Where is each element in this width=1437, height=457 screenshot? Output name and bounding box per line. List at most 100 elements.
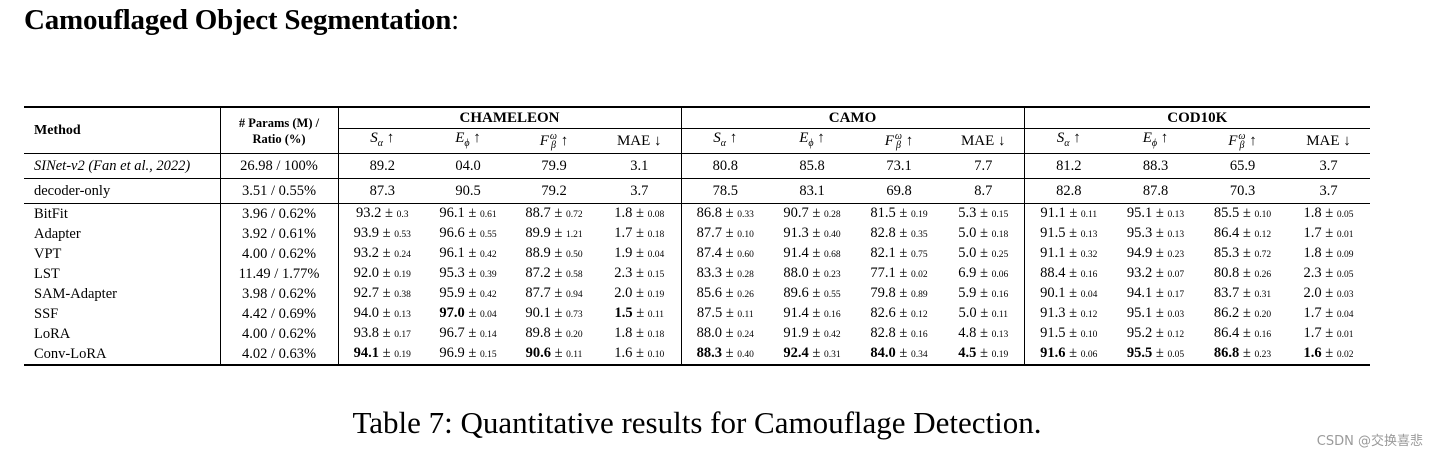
mean-value: 88.9: [525, 245, 551, 261]
value-cell: 3.7: [598, 178, 681, 204]
value-cell: 92.4 ± 0.31: [769, 344, 855, 366]
value-cell: 69.8: [855, 178, 943, 204]
params-cell: 11.49 / 1.77%: [219, 264, 338, 284]
plus-minus-sign: ±: [808, 265, 824, 281]
value-cell: 87.3: [337, 178, 426, 204]
value-cell: 88.7 ± 0.72: [510, 203, 598, 224]
value-cell: 82.8: [1023, 178, 1113, 204]
plus-minus-sign: ±: [464, 285, 480, 301]
plus-minus-sign: ±: [550, 205, 566, 221]
plus-minus-sign: ±: [1239, 345, 1255, 361]
mean-value: 5.0: [958, 225, 977, 241]
value-cell: 93.9 ± 0.53: [337, 224, 426, 244]
mean-value: 88.7: [525, 205, 551, 221]
params-header-line2: Ratio (%): [252, 131, 306, 146]
value-cell: 1.7 ± 0.18: [598, 224, 681, 244]
method-cell: SAM-Adapter: [34, 286, 117, 302]
std-value: 0.42: [479, 250, 497, 260]
value-cell: 86.8 ± 0.23: [1198, 344, 1287, 366]
mean-value: 5.9: [958, 285, 977, 301]
plus-minus-sign: ±: [379, 225, 395, 241]
value-cell: 92.0 ± 0.19: [337, 264, 426, 284]
std-value: 0.05: [1336, 270, 1354, 280]
std-value: 0.35: [910, 230, 928, 240]
value-cell: 89.2: [337, 153, 426, 179]
plus-minus-sign: ±: [464, 265, 480, 281]
mean-value: 2.3: [614, 265, 633, 281]
mean-value: 82.1: [870, 245, 896, 261]
value-cell: 78.5: [680, 178, 769, 204]
watermark: CSDN @交换喜悲: [1316, 434, 1423, 449]
mean-value: 77.1: [870, 265, 896, 281]
mean-value: 96.1: [439, 205, 465, 221]
plus-minus-sign: ±: [808, 285, 824, 301]
value-cell: 87.7 ± 0.94: [510, 284, 598, 304]
plus-minus-sign: ±: [550, 245, 566, 261]
value-cell: 96.1 ± 0.42: [426, 244, 510, 264]
std-value: 0.72: [565, 210, 583, 220]
std-value: 0.39: [479, 270, 497, 280]
mean-value: 95.9: [439, 285, 465, 301]
plus-minus-sign: ±: [1239, 305, 1255, 321]
value-cell: 93.2 ± 0.07: [1113, 264, 1198, 284]
std-value: 0.05: [1336, 210, 1354, 220]
value-cell: 91.4 ± 0.68: [769, 244, 855, 264]
value-cell: 95.9 ± 0.42: [426, 284, 510, 304]
value-cell: 82.8 ± 0.35: [855, 224, 943, 244]
params-cell: 26.98 / 100%: [219, 153, 338, 179]
mean-value: 96.6: [439, 225, 465, 241]
mean-value: 2.0: [1303, 285, 1322, 301]
mean-value: 86.4: [1213, 225, 1240, 241]
mean-value: 86.2: [1213, 305, 1240, 321]
std-value: 0.24: [737, 330, 754, 340]
heading-text: Camouflaged Object Segmentation: [24, 4, 452, 36]
value-cell: 88.4 ± 0.16: [1023, 264, 1113, 284]
mean-value: 93.9: [353, 225, 380, 241]
std-value: 0.16: [823, 310, 841, 320]
mean-value: 88.0: [783, 265, 809, 281]
plus-minus-sign: ±: [550, 225, 566, 241]
mean-value: 92.4: [783, 345, 809, 361]
plus-minus-sign: ±: [1152, 325, 1168, 341]
plus-minus-sign: ±: [379, 285, 395, 301]
std-value: 0.25: [991, 250, 1009, 260]
mean-value: 89.6: [783, 285, 809, 301]
std-value: 0.10: [1080, 330, 1098, 340]
std-value: 0.10: [737, 230, 754, 240]
plus-minus-sign: ±: [464, 325, 480, 341]
table-row: SINet-v2 (Fan et al., 2022)26.98 / 100%8…: [24, 153, 1370, 179]
std-value: 0.13: [1167, 210, 1185, 220]
value-cell: 89.6 ± 0.55: [769, 284, 855, 304]
mean-value: 94.1: [353, 345, 380, 361]
value-cell: 84.0 ± 0.34: [855, 344, 943, 366]
value-cell: 2.0 ± 0.03: [1287, 284, 1370, 304]
std-value: 0.55: [823, 290, 841, 300]
value-cell: 87.5 ± 0.11: [680, 304, 769, 324]
std-value: 0.05: [1167, 350, 1185, 360]
plus-minus-sign: ±: [808, 325, 824, 341]
mean-value: 95.2: [1126, 325, 1153, 341]
std-value: 0.75: [910, 250, 928, 260]
plus-minus-sign: ±: [379, 325, 395, 341]
plus-minus-sign: ±: [976, 305, 992, 321]
std-value: 0.07: [1167, 270, 1185, 280]
plus-minus-sign: ±: [895, 225, 911, 241]
mean-value: 91.9: [783, 325, 809, 341]
plus-minus-sign: ±: [976, 245, 992, 261]
params-cell: 4.42 / 0.69%: [219, 304, 338, 324]
std-value: 0.15: [991, 210, 1009, 220]
plus-minus-sign: ±: [379, 345, 395, 361]
std-value: 0.04: [1336, 310, 1354, 320]
value-cell: 2.3 ± 0.05: [1287, 264, 1370, 284]
std-value: 0.11: [737, 310, 754, 320]
value-cell: 90.1 ± 0.04: [1023, 284, 1113, 304]
plus-minus-sign: ±: [1239, 265, 1255, 281]
plus-minus-sign: ±: [808, 205, 824, 221]
mean-value: 1.7: [614, 225, 633, 241]
plus-minus-sign: ±: [1321, 285, 1337, 301]
plus-minus-sign: ±: [381, 205, 397, 221]
plus-minus-sign: ±: [976, 325, 992, 341]
plus-minus-sign: ±: [1152, 225, 1168, 241]
